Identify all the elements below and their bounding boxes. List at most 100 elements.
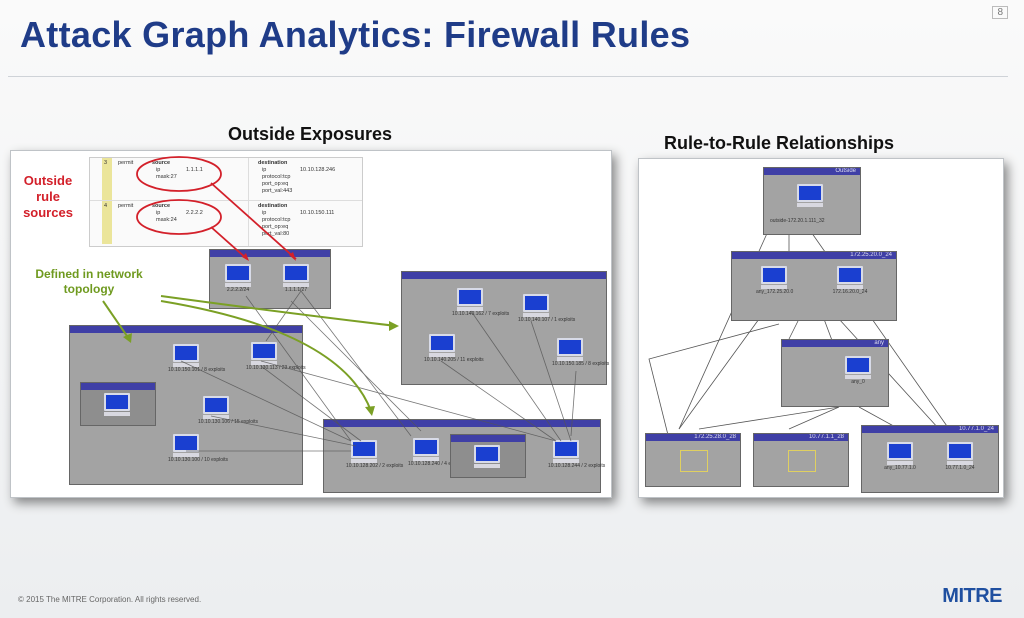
computer-icon	[523, 294, 549, 312]
protocol: protocol:tcp	[262, 174, 291, 180]
network-topology-label: Defined in network topology	[35, 267, 143, 296]
computer-icon	[474, 445, 500, 463]
computer-icon	[429, 334, 455, 352]
ip-key: ip	[262, 167, 267, 173]
ip-key: ip	[156, 210, 161, 216]
computer-icon	[225, 264, 251, 282]
ip-key: ip	[262, 210, 267, 216]
rule-box-b1[interactable]: 172.25.28.0_28	[645, 433, 741, 487]
rule-highlight-bar	[102, 158, 112, 244]
computer-icon	[413, 438, 439, 456]
computer-icon	[251, 342, 277, 360]
destination-header: destination	[258, 160, 288, 166]
subnet-graph-icon	[680, 450, 708, 472]
rule-box-b3[interactable]: 10.77.1.0_24 any_10.77.1.0 10.77.1.0_24	[861, 425, 999, 493]
firewall-rule-table: 3 permit source ip 1.1.1.1 mask:27 desti…	[89, 157, 363, 247]
host-node[interactable]: any_0	[840, 356, 876, 385]
subnet-130-box[interactable]: 10.10.150.101 / 8 exploits 10.10.130.113…	[69, 325, 306, 485]
rule-number: 3	[104, 160, 108, 166]
computer-icon	[203, 396, 229, 414]
destination-header: destination	[258, 203, 288, 209]
page-number: 8	[992, 6, 1008, 19]
host-node[interactable]: any_10.77.1.0	[882, 442, 918, 471]
host-node[interactable]: 10.10.128.244 / 2 exploits	[548, 440, 605, 469]
host-node[interactable]: 1.1.1.1/27	[278, 264, 314, 293]
title-divider	[8, 76, 1008, 77]
box-header	[324, 420, 600, 427]
rule-action: permit	[118, 203, 134, 209]
computer-icon	[283, 264, 309, 282]
rule-relationships-panel: Outside outside-172.20.1.111_32 172.25.2…	[638, 158, 1004, 498]
port-val: port_val:443	[262, 188, 293, 194]
host-node[interactable]: 10.10.140.162 / 7 exploits	[452, 288, 509, 317]
rule-box-mid[interactable]: 172.25.20.0_24 any_172.25.20.0 172.16.20…	[731, 251, 897, 321]
computer-icon	[845, 356, 871, 374]
box-header	[402, 272, 606, 279]
source-ip: 1.1.1.1	[186, 167, 203, 173]
subnet-graph-icon	[788, 450, 816, 472]
host-node[interactable]: 10.10.128.240 / 4 exploits	[408, 438, 465, 467]
port-op: port_op:eq	[262, 181, 289, 187]
host-node[interactable]: 10.10.130.113 / 23 exploits	[246, 342, 306, 371]
nested-subnet-box[interactable]	[80, 382, 156, 426]
host-node[interactable]: any_172.25.20.0	[756, 266, 793, 295]
computer-icon	[947, 442, 973, 460]
rule-number: 4	[104, 203, 108, 209]
destination-ip: 10.10.128.246	[300, 167, 336, 173]
outside-exposures-panel: 3 permit source ip 1.1.1.1 mask:27 desti…	[10, 150, 612, 498]
host-node[interactable]: 10.10.150.185 / 8 exploits	[552, 338, 609, 367]
source-header: source	[152, 203, 171, 209]
row-divider	[90, 200, 362, 201]
rule-box-any[interactable]: any any_0	[781, 339, 889, 407]
rule-relationships-title: Rule-to-Rule Relationships	[664, 133, 895, 153]
outside-source-box[interactable]: 2.2.2.2/24 1.1.1.1/27	[209, 249, 331, 309]
host-node[interactable]	[792, 184, 828, 207]
rule-box-outside[interactable]: Outside outside-172.20.1.111_32	[763, 167, 861, 235]
subnet-128-box[interactable]: 10.10.128.202 / 2 exploits 10.10.128.240…	[323, 419, 605, 493]
slide-title: Attack Graph Analytics: Firewall Rules	[20, 14, 691, 55]
rule-action: permit	[118, 160, 134, 166]
computer-icon	[104, 393, 130, 411]
port-val: port_val:80	[262, 231, 290, 237]
host-node[interactable]: 10.10.150.101 / 8 exploits	[168, 344, 225, 373]
host-node[interactable]: 172.16.20.0_24	[832, 266, 868, 295]
box-header	[210, 250, 330, 257]
host-node[interactable]	[99, 393, 135, 416]
box-header	[70, 326, 302, 333]
source-mask: mask:24	[156, 217, 177, 223]
host-node[interactable]: 10.10.140.205 / 11 exploits	[424, 334, 484, 363]
port-op: port_op:eq	[262, 224, 289, 230]
box-header	[451, 435, 525, 442]
source-header: source	[152, 160, 171, 166]
computer-icon	[173, 344, 199, 362]
ip-key: ip	[156, 167, 161, 173]
rule-box-b2[interactable]: 10.77.1.1_28	[753, 433, 849, 487]
computer-icon	[457, 288, 483, 306]
outside-rule-sources-label: Outside rule sources	[23, 173, 73, 220]
copyright-footer: © 2015 The MITRE Corporation. All rights…	[18, 595, 202, 604]
computer-icon	[351, 440, 377, 458]
host-node[interactable]: 2.2.2.2/24	[220, 264, 256, 293]
left-edges	[102, 156, 577, 452]
source-ip: 2.2.2.2	[186, 210, 203, 216]
protocol: protocol:tcp	[262, 217, 291, 223]
computer-icon	[837, 266, 863, 284]
host-node[interactable]: 10.10.140.107 / 1 exploits	[518, 294, 575, 323]
computer-icon	[557, 338, 583, 356]
computer-icon	[761, 266, 787, 284]
destination-ip: 10.10.150.111	[300, 210, 335, 216]
computer-icon	[797, 184, 823, 202]
computer-icon	[553, 440, 579, 458]
host-node[interactable]: 10.77.1.0_24	[942, 442, 978, 471]
outside-exposures-title: Outside Exposures	[228, 124, 393, 144]
computer-icon	[887, 442, 913, 460]
host-node[interactable]: 10.10.128.202 / 2 exploits	[346, 440, 403, 469]
subnet-140-box[interactable]: 10.10.140.162 / 7 exploits 10.10.140.107…	[401, 271, 609, 385]
host-node[interactable]	[469, 445, 505, 468]
source-mask: mask:27	[156, 174, 177, 180]
mitre-logo: MITRE	[942, 585, 1002, 607]
nested-subnet-box[interactable]	[450, 434, 526, 478]
box-header	[81, 383, 155, 390]
column-divider	[248, 158, 249, 246]
